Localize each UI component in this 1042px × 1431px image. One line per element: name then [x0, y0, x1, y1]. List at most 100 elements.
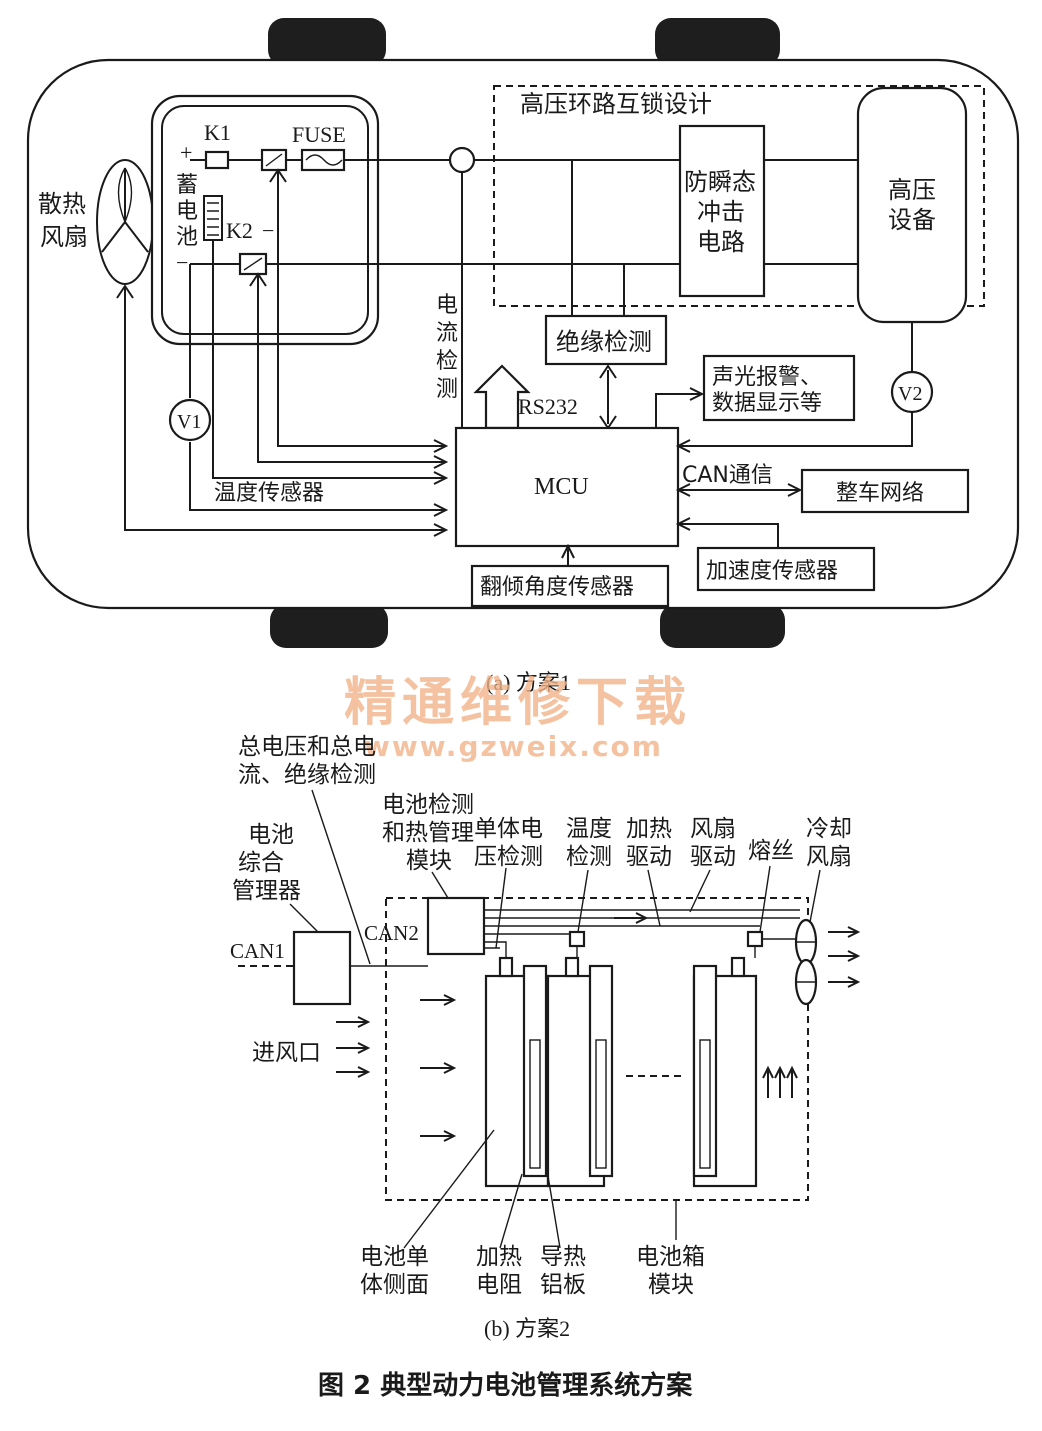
al-plate-n [692, 964, 718, 1178]
al-plate-1 [522, 964, 548, 1178]
fuse-icon [300, 148, 346, 172]
bms-box [292, 930, 352, 1006]
detect-module-1: 电池检测 [382, 792, 474, 818]
wheel-rear-left [270, 604, 388, 648]
vehicle-network-label: 整车网络 [836, 481, 924, 506]
total-voltage-2: 流、绝缘检测 [238, 762, 376, 788]
inlet-arrows-icon [336, 912, 649, 1142]
wheel-front-right [655, 18, 780, 66]
box-module-1: 电池箱 [636, 1244, 705, 1270]
mcu-box [454, 426, 680, 548]
battery-box-inner [161, 105, 369, 335]
accel-sensor-box [696, 546, 876, 592]
cell-voltage-2: 压检测 [474, 844, 543, 870]
total-voltage-1: 总电压和总电 [238, 734, 376, 760]
heat-resistor-1: 加热 [476, 1244, 522, 1270]
heat-drive-1: 加热 [626, 816, 672, 842]
temp-detect-2: 检测 [566, 844, 612, 870]
fan-drive-2: 驱动 [690, 844, 736, 870]
vehicle-network-box [800, 468, 970, 514]
v1-label: V1 [177, 411, 201, 433]
wheel-rear-right [660, 604, 785, 648]
terminal-2 [564, 956, 580, 978]
heat-drive-2: 驱动 [626, 844, 672, 870]
alarm-label-1: 声光报警、 [712, 365, 822, 390]
bms-label-3: 管理器 [232, 878, 301, 904]
bms-label-1: 电池 [248, 822, 294, 848]
tilt-sensor-label: 翻倾角度传感器 [480, 575, 634, 600]
hv-device-label-2: 设备 [888, 206, 936, 234]
battery-label-1: 蓄 [176, 173, 198, 198]
k1-switch [204, 150, 230, 170]
current-detect-3: 检 [436, 349, 458, 374]
detect-module-3: 模块 [406, 848, 452, 874]
hv-interlock-label: 高压环路互锁设计 [520, 90, 712, 118]
current-sensor-icon [448, 146, 476, 174]
terminal-n [730, 956, 746, 978]
insulation-detect-box [544, 314, 668, 366]
rs232-label: RS232 [518, 394, 578, 419]
detect-module-2: 和热管理 [382, 820, 474, 846]
battery-label-3: 池 [176, 225, 198, 250]
fuse-b-label: 熔丝 [748, 838, 794, 864]
fan-label-2: 风扇 [40, 223, 88, 251]
outlet-arrows-icon [828, 926, 861, 988]
insulation-detect-label: 绝缘检测 [556, 328, 652, 356]
current-detect-2: 流 [436, 321, 458, 346]
transient-label-2: 冲击 [697, 198, 745, 226]
hv-interlock-loop [493, 85, 985, 307]
caption-b: (b) 方案2 [484, 1316, 570, 1341]
transient-label-1: 防瞬态 [684, 168, 756, 196]
watermark-cn: 精通维修下载 [344, 673, 692, 733]
inlet-label: 进风口 [252, 1040, 321, 1066]
cooling-fan-1: 冷却 [806, 816, 852, 842]
v2-label: V2 [898, 383, 922, 405]
temp-sensor-b [568, 930, 586, 948]
transient-protection-circuit [678, 124, 766, 298]
battery-box-module [385, 897, 809, 1201]
heater-n [699, 1039, 711, 1169]
al-plate-label-2: 铝板 [540, 1272, 586, 1298]
scheme-a: 散热 风扇 + − K1 FUSE K2 − 蓄 电 池 高压环路互锁设计 [26, 18, 1020, 695]
k2-minus: − [262, 218, 274, 243]
battery-label-2: 电 [176, 199, 198, 224]
upflow-arrows-icon [762, 1065, 798, 1098]
rs232-arrow-icon [473, 364, 531, 430]
cell-side-2: 体侧面 [360, 1272, 429, 1298]
terminal-1 [498, 956, 514, 978]
v1-voltmeter [168, 398, 212, 442]
cooling-fan-2: 风扇 [806, 844, 852, 870]
temp-sensor-label: 温度传感器 [214, 481, 324, 506]
k2-label: K2 [226, 218, 253, 243]
minus-sign: − [176, 250, 188, 275]
current-detect-1: 电 [436, 293, 458, 318]
fan-drive-1: 风扇 [690, 816, 736, 842]
can-comm-label: CAN通信 [682, 463, 773, 488]
al-plate-label-1: 导热 [540, 1244, 586, 1270]
v2-voltmeter [890, 370, 934, 414]
cell-voltage-1: 单体电 [474, 816, 543, 842]
accel-sensor-label: 加速度传感器 [706, 559, 838, 584]
hv-device-label-1: 高压 [888, 176, 936, 204]
current-detect-4: 测 [436, 377, 458, 402]
can1-label: CAN1 [230, 939, 285, 963]
watermark-url: www.gzweix.com [364, 730, 663, 763]
k1-label: K1 [204, 120, 231, 145]
box-module-2: 模块 [648, 1272, 694, 1298]
mcu-label: MCU [534, 474, 589, 500]
alarm-display-box [702, 354, 856, 422]
heat-resistor-2: 电阻 [476, 1272, 522, 1298]
transient-label-3: 电路 [697, 228, 745, 256]
wheel-front-left [268, 18, 386, 66]
fuse-b-icon [746, 930, 764, 948]
cell-side-1: 电池单 [360, 1244, 429, 1270]
bms-label-2: 综合 [238, 850, 284, 876]
fuse-label: FUSE [292, 122, 346, 147]
can2-label: CAN2 [364, 921, 419, 945]
al-plate-2 [588, 964, 614, 1178]
fan-label-1: 散热 [38, 190, 86, 218]
detect-module-box [426, 896, 486, 956]
tilt-sensor-box [470, 564, 670, 608]
temp-detect-1: 温度 [566, 816, 612, 842]
